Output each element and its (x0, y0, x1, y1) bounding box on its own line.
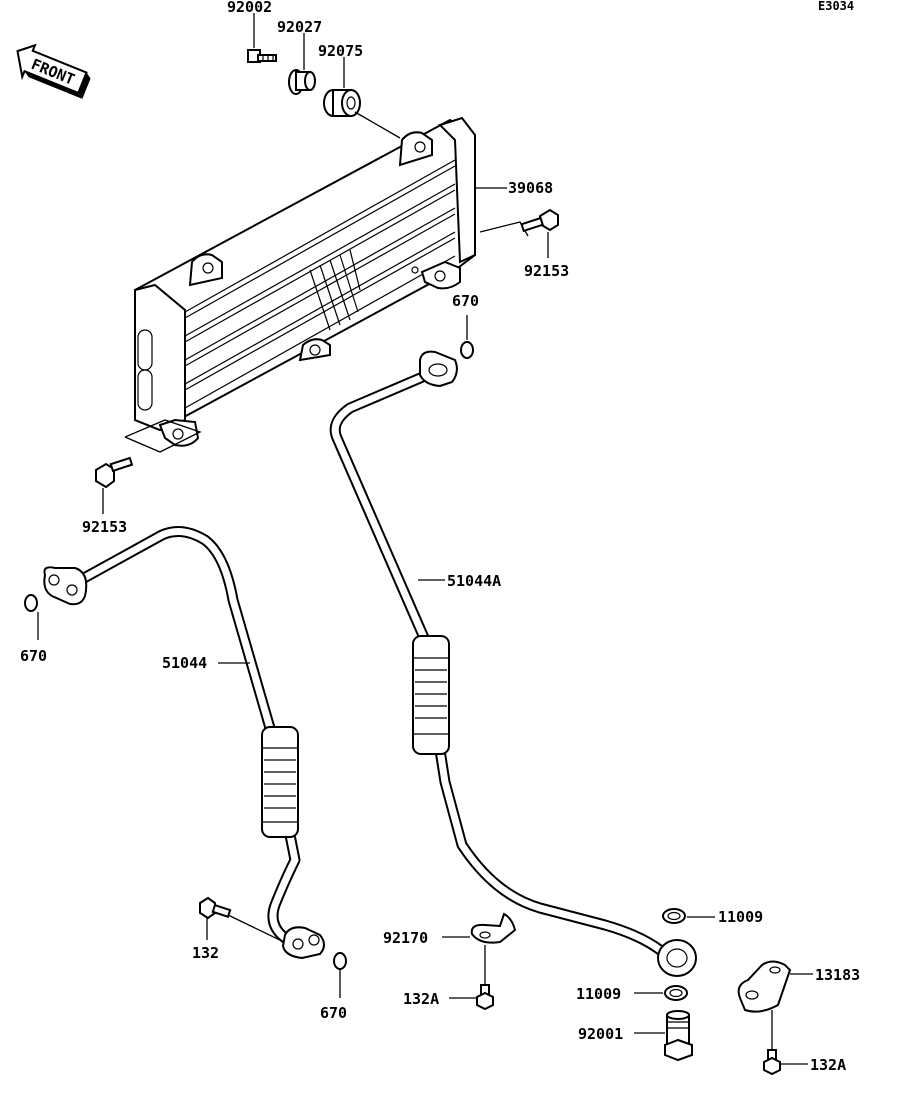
collar-92027[interactable] (288, 69, 316, 95)
part-label-13183[interactable]: 13183 (815, 966, 860, 984)
bolt-92153-right[interactable] (520, 208, 559, 233)
part-label-92002[interactable]: 92002 (227, 0, 272, 16)
part-label-132A-center[interactable]: 132A (403, 990, 439, 1008)
part-label-51044[interactable]: 51044 (162, 654, 207, 672)
part-label-51044A[interactable]: 51044A (447, 572, 501, 590)
oil-pipe-51044[interactable] (43, 525, 325, 960)
part-label-92001[interactable]: 92001 (578, 1025, 623, 1043)
clamp-92170[interactable] (470, 912, 517, 944)
diagram-code: E3034 (818, 0, 854, 13)
front-arrow-icon: FRONT (16, 43, 91, 99)
bolt-92153-left[interactable] (95, 456, 134, 489)
o-ring-670-bottom[interactable] (333, 952, 347, 970)
part-label-132[interactable]: 132 (192, 944, 219, 962)
bolt-132A-center[interactable] (476, 984, 494, 1011)
grommet-92075[interactable] (323, 89, 361, 117)
bolt-132A-right[interactable] (763, 1049, 781, 1076)
part-label-92075[interactable]: 92075 (318, 42, 363, 60)
part-label-11009-upper[interactable]: 11009 (718, 908, 763, 926)
part-label-92027[interactable]: 92027 (277, 18, 322, 36)
bolt-132[interactable] (199, 896, 232, 920)
o-ring-670-upper[interactable] (460, 341, 474, 359)
bracket-13183[interactable] (737, 960, 792, 1013)
o-ring-670-left[interactable] (24, 594, 38, 612)
part-label-92153-right[interactable]: 92153 (524, 262, 569, 280)
part-label-92170[interactable]: 92170 (383, 929, 428, 947)
banjo-bolt-92001[interactable] (664, 1010, 693, 1062)
part-label-11009-lower[interactable]: 11009 (576, 985, 621, 1003)
part-label-670-upper[interactable]: 670 (452, 292, 479, 310)
part-label-132A-right[interactable]: 132A (810, 1056, 846, 1074)
washer-11009-lower[interactable] (664, 985, 688, 1001)
part-label-39068[interactable]: 39068 (508, 179, 553, 197)
washer-11009-upper[interactable] (662, 908, 686, 924)
part-label-670-left[interactable]: 670 (20, 647, 47, 665)
part-label-92153-left[interactable]: 92153 (82, 518, 127, 536)
oil-pipe-51044A[interactable] (329, 350, 697, 977)
bolt-92002[interactable] (247, 49, 277, 63)
part-label-670-bottom[interactable]: 670 (320, 1004, 347, 1022)
oil-cooler[interactable] (134, 116, 476, 447)
